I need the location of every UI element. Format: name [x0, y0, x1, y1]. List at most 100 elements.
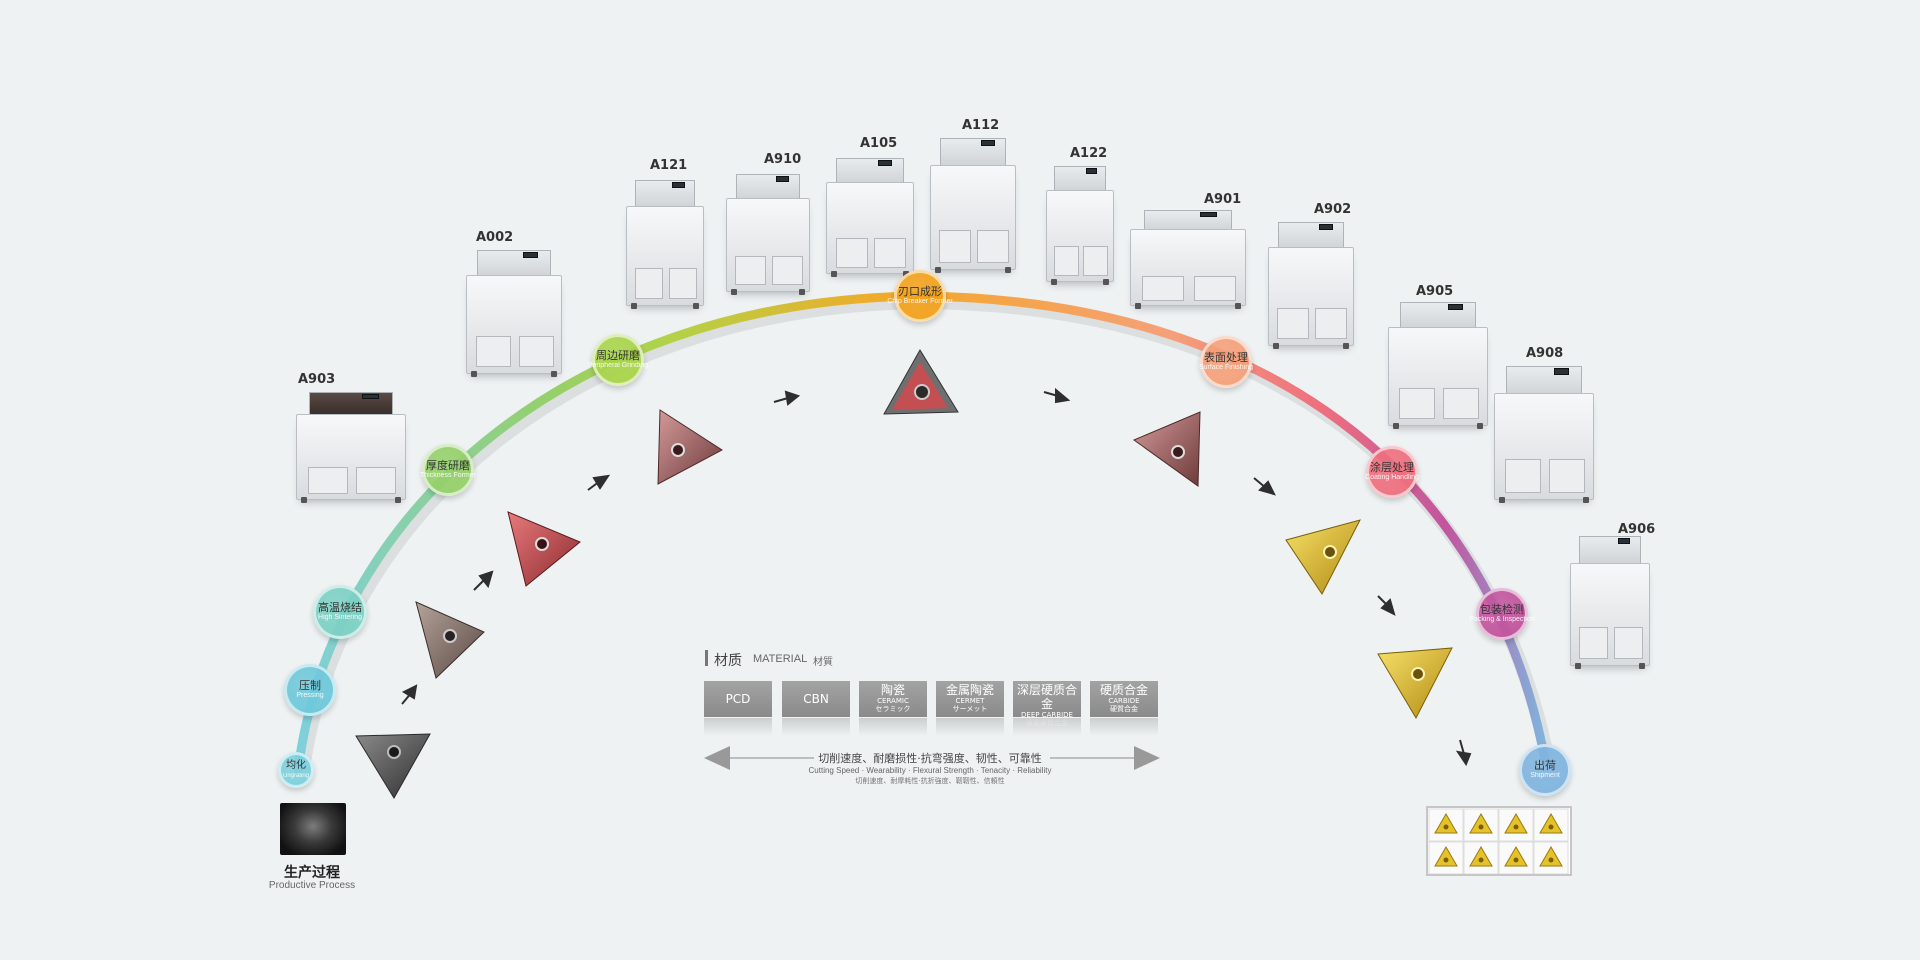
- insert-gray-1: [355, 733, 431, 799]
- powder-image: [280, 803, 346, 855]
- machine-leg: [1477, 423, 1483, 429]
- machine-door-left: [1142, 276, 1185, 301]
- shipment-insert-hole: [1443, 824, 1449, 830]
- machine-door-left: [634, 267, 664, 300]
- shipment-insert: [1434, 846, 1458, 867]
- machine-screen: [362, 394, 379, 400]
- machine-body: [1570, 562, 1650, 669]
- shipment-insert: [1434, 813, 1458, 834]
- arrow-1: [401, 684, 418, 705]
- insert-red-3: [507, 511, 581, 587]
- machine-door-left: [1398, 388, 1436, 420]
- machine-door-left: [1053, 246, 1079, 276]
- material-box-2: CBN: [782, 681, 850, 736]
- station-label-cn: 涂层处理: [1370, 461, 1414, 474]
- station-label-cn: 包装检测: [1480, 603, 1524, 616]
- machine-leg: [395, 497, 401, 503]
- machine-a910: [726, 174, 810, 295]
- insert-surface-6: [1132, 411, 1201, 487]
- material-name: CBN: [803, 692, 829, 706]
- shipment-insert-hole: [1548, 824, 1554, 830]
- station-label-cn: 厚度研磨: [426, 459, 470, 472]
- machine-door-left: [476, 336, 512, 368]
- shipment-insert-hole: [1548, 857, 1554, 863]
- machine-label: A901: [1204, 192, 1242, 207]
- shipment-insert-hole: [1443, 857, 1449, 863]
- machine-leg: [1639, 663, 1645, 669]
- insert-chip-5: [883, 349, 959, 415]
- shipment-insert-hole: [1513, 857, 1519, 863]
- machine-leg: [1005, 267, 1011, 273]
- station-label-en: Ungrating: [282, 773, 309, 779]
- machine-screen: [1199, 211, 1218, 217]
- machine-body: [726, 197, 810, 295]
- shipment-insert: [1539, 846, 1563, 867]
- machine-label: A121: [650, 158, 688, 173]
- machine-body: [1046, 189, 1114, 285]
- arrow-8: [1455, 739, 1472, 767]
- shipment-insert: [1504, 846, 1528, 867]
- material-bar: [705, 650, 708, 666]
- station-label-cn: 出荷: [1534, 759, 1556, 772]
- shipment-insert: [1469, 846, 1493, 867]
- machine-body: [1130, 229, 1246, 309]
- machine-leg: [1343, 343, 1349, 349]
- machine-leg: [1235, 303, 1241, 309]
- machine-body: [930, 165, 1016, 273]
- machine-a121: [626, 180, 704, 309]
- machine-label: A902: [1314, 202, 1352, 217]
- machine-label: A122: [1070, 146, 1108, 161]
- machine-label: A908: [1526, 346, 1564, 361]
- insert-red-4: [657, 409, 723, 485]
- material-title-cn: 材质: [714, 653, 742, 669]
- station-label-en: Peripheral Grinding: [587, 362, 649, 369]
- machine-screen: [981, 140, 995, 147]
- station-label-en: Thickness Former: [420, 472, 477, 479]
- insert-gold-8: [1377, 647, 1453, 720]
- machine-leg: [831, 271, 837, 277]
- machine-body: [296, 413, 406, 503]
- machine-label: A910: [764, 152, 802, 167]
- arrow-5: [1043, 387, 1071, 404]
- material-name: 深层硬质合金: [1016, 683, 1077, 711]
- machine-leg: [731, 289, 737, 295]
- machine-leg: [1103, 279, 1109, 285]
- machine-door-right: [1083, 246, 1109, 276]
- process-title-cn: 生产过程: [284, 865, 340, 881]
- properties-en: Cutting Speed · Wearability · Flexural S…: [808, 766, 1052, 775]
- material-box-1: PCD: [704, 681, 772, 736]
- machine-a105: [826, 158, 914, 277]
- machine-door-right: [977, 229, 1009, 263]
- machine-door-right: [356, 466, 397, 494]
- arrow-7: [1377, 595, 1396, 616]
- machine-leg: [301, 497, 307, 503]
- machine-leg: [1051, 279, 1057, 285]
- material-name-jp: 深層硬質合金: [1026, 719, 1068, 727]
- station-label-cn: 周边研磨: [596, 349, 640, 362]
- machine-door-left: [735, 255, 766, 286]
- machine-leg: [1393, 423, 1399, 429]
- machine-door-left: [1277, 308, 1309, 340]
- machine-door-left: [835, 238, 868, 268]
- material-title-en: MATERIAL: [753, 653, 808, 665]
- machine-door-right: [772, 255, 803, 286]
- material-name-en: DEEP CARBIDE: [1021, 711, 1073, 719]
- machine-screen: [878, 160, 893, 166]
- machine-leg: [1583, 497, 1589, 503]
- machine-label: A112: [962, 118, 1000, 133]
- machine-a902: [1268, 222, 1354, 349]
- machine-a901: [1130, 210, 1246, 309]
- machine-door-right: [1442, 388, 1480, 420]
- machine-body: [626, 205, 704, 309]
- shipment-insert: [1539, 813, 1563, 834]
- material-name-en: CERMET: [955, 697, 985, 705]
- machine-door-right: [1548, 459, 1586, 493]
- arrow-2: [473, 570, 494, 591]
- material-title-jp: 材質: [813, 657, 833, 668]
- material-name-jp: セラミック: [875, 705, 911, 713]
- machine-label: A906: [1618, 522, 1656, 537]
